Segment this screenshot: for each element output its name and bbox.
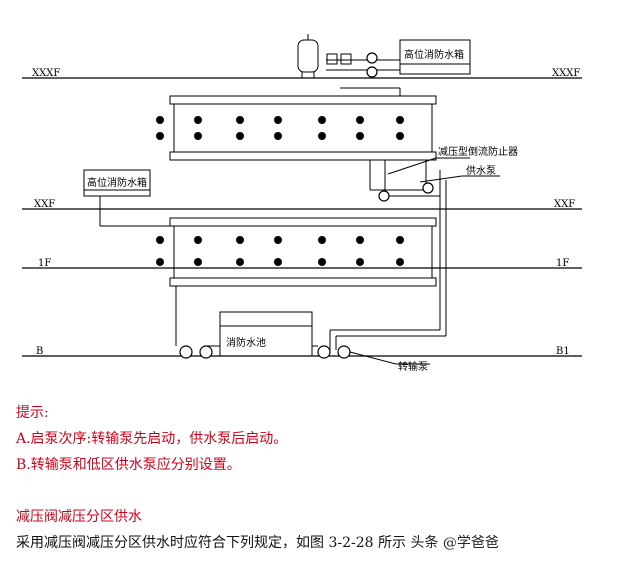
floor-label-basement-left: B [36, 346, 43, 357]
basement-pump-icon [317, 345, 331, 359]
high-tank-label-top: 高位消防水箱 [404, 48, 464, 61]
tip-a: A.启泵次序:转输泵先启动，供水泵后启动。 [16, 431, 288, 447]
floor-label-1f-left: 1F [38, 258, 51, 269]
fire-pool-label: 消防水池 [226, 336, 266, 349]
transfer-pump-icon-2 [199, 345, 213, 359]
floor-label-mid-right: XXF [554, 199, 575, 210]
watermark: 头条 @学爸爸 [410, 535, 499, 551]
backflow-preventer-label: 减压型倒流防止器 [438, 145, 518, 158]
body-line: 采用减压阀减压分区供水时应符合下列规定，如图 3-2-28 所示 头条 @学爸爸 [16, 530, 626, 556]
hydrant-group-upper [156, 116, 404, 140]
supply-pump-icon-2 [422, 182, 434, 194]
floor-label-top-left: XXXF [32, 68, 60, 79]
supply-pump-icon [378, 190, 390, 202]
section-title: 减压阀减压分区供水 [16, 509, 142, 525]
fire-water-supply-diagram: XXXF XXXF XXF XXF 1F 1F B B1 高位消防水箱 高位消防… [22, 34, 582, 373]
tip-title: 提示: [16, 405, 49, 421]
transfer-pump-label: 转输泵 [398, 360, 428, 373]
floor-label-mid-left: XXF [34, 199, 55, 210]
top-pump-icon-2 [366, 66, 378, 78]
floor-label-1f-right: 1F [556, 258, 569, 269]
tip-b: B.转输泵和低区供水泵应分别设置。 [16, 457, 241, 473]
transfer-pump-icon [179, 345, 193, 359]
basement-pump-icon-2 [337, 345, 351, 359]
supply-pump-label: 供水泵 [466, 164, 496, 177]
hydrant-group-lower [156, 236, 404, 266]
top-pump-icon [366, 52, 378, 64]
body-text: 采用减压阀减压分区供水时应符合下列规定，如图 3-2-28 所示 [16, 535, 406, 551]
floor-label-top-right: XXXF [552, 68, 580, 79]
high-tank-label-mid: 高位消防水箱 [87, 176, 147, 189]
notes-section: 提示: A.启泵次序:转输泵先启动，供水泵后启动。 B.转输泵和低区供水泵应分别… [16, 400, 626, 556]
floor-label-basement-right: B1 [556, 346, 570, 357]
